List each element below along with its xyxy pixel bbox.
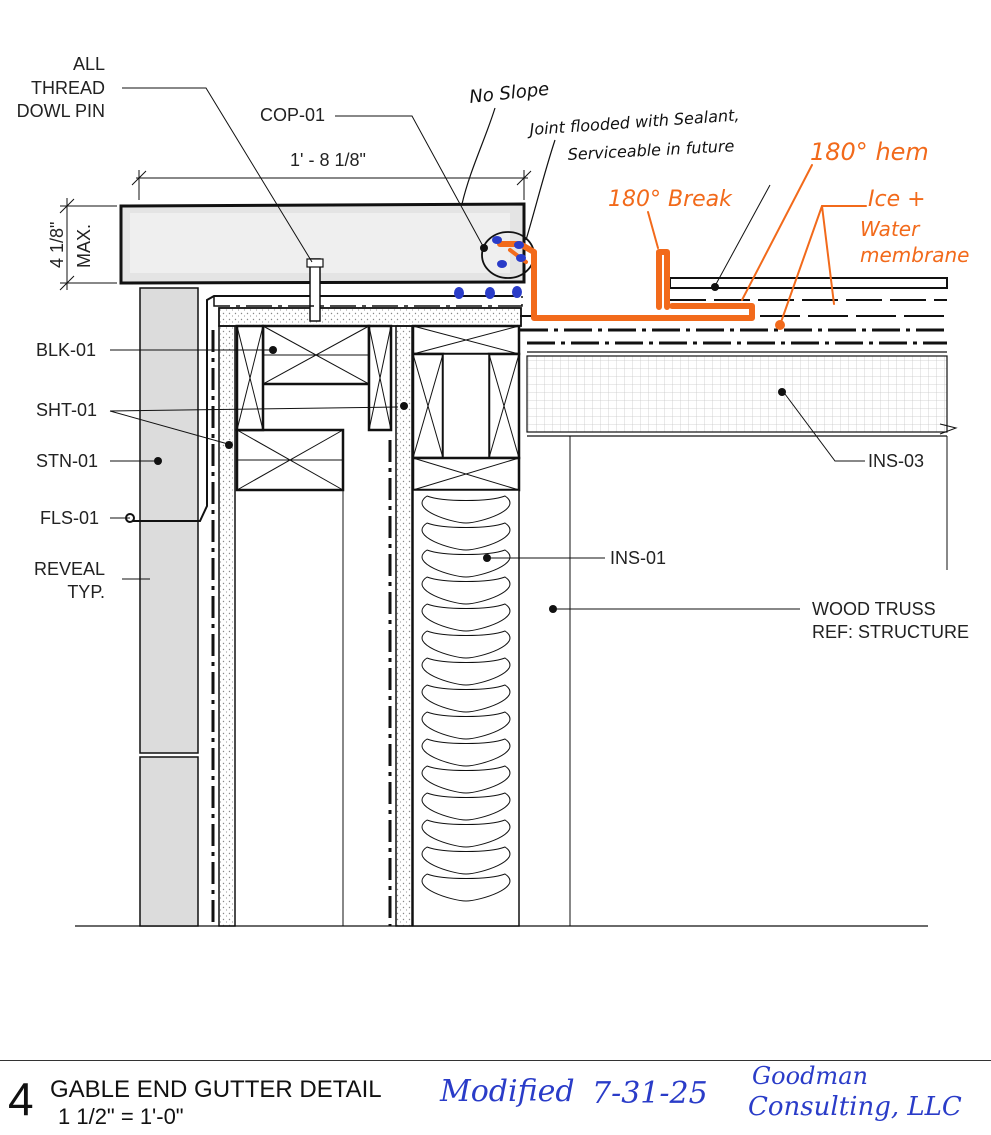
coping-cleat xyxy=(213,296,523,307)
batt-insulation xyxy=(412,489,520,927)
height-dimension-label: 4 1/8" xyxy=(47,222,67,268)
detail-title: GABLE END GUTTER DETAIL xyxy=(50,1076,382,1103)
batt-loop xyxy=(421,792,511,821)
leader-lines xyxy=(109,87,865,610)
truss-label-line2: REF: STRUCTURE xyxy=(812,622,969,642)
dowel-pin xyxy=(306,258,324,322)
sealant-markup xyxy=(454,236,526,299)
modified-note: Modified xyxy=(440,1074,575,1109)
batt-insulation-label: INS-01 xyxy=(610,548,666,568)
no-slope-leader xyxy=(461,107,496,205)
batt-loop xyxy=(421,657,511,686)
width-dimension-label: 1' - 8 1/8" xyxy=(290,150,366,170)
ice-note-line1: Ice + xyxy=(868,187,926,212)
flashing-label: FLS-01 xyxy=(40,508,99,528)
firm-name-line1: Goodman xyxy=(752,1062,868,1090)
joint-leader xyxy=(525,139,556,241)
batt-loop xyxy=(421,846,511,875)
sheathing-label: SHT-01 xyxy=(36,400,97,420)
sheathing-left xyxy=(218,325,236,927)
title-block xyxy=(0,1060,991,1135)
batt-loop xyxy=(421,819,511,848)
break-note: 180° Break xyxy=(608,187,733,212)
ice-note-line2: Water xyxy=(860,217,921,241)
firm-name-line2: Consulting, LLC xyxy=(748,1092,962,1122)
flashing xyxy=(133,295,520,522)
joint-note-line2: Serviceable in future xyxy=(567,136,735,164)
stone-label: STN-01 xyxy=(36,451,98,471)
batt-loop xyxy=(421,495,511,524)
batt-loop xyxy=(421,549,511,578)
coping-label: COP-01 xyxy=(260,105,325,125)
batt-loop xyxy=(421,603,511,632)
sheathing-right xyxy=(395,325,413,927)
height-max-label: MAX. xyxy=(74,224,94,268)
dowel-label-line1: ALL xyxy=(73,54,105,74)
batt-loop xyxy=(421,738,511,767)
hem-note: 180° hem xyxy=(810,138,929,166)
batt-loop xyxy=(421,711,511,740)
modified-date: 7-31-25 xyxy=(592,1076,708,1111)
membrane-dot xyxy=(775,320,785,330)
reveal-label-line2: TYP. xyxy=(67,582,105,602)
batt-loop xyxy=(421,873,511,902)
detail-scale: 1 1/2" = 1'-0" xyxy=(58,1104,184,1129)
rigid-insulation xyxy=(526,341,958,570)
top-plate xyxy=(218,307,522,327)
detail-number: 4 xyxy=(8,1073,34,1125)
batt-loop xyxy=(421,684,511,713)
joint-note-line1: Joint flooded with Sealant, xyxy=(526,105,740,139)
ice-note-line3: membrane xyxy=(860,243,969,267)
batt-loop xyxy=(421,576,511,605)
reveal-label-line1: REVEAL xyxy=(34,559,105,579)
batt-loop xyxy=(421,522,511,551)
blocking xyxy=(235,324,521,492)
dimension-width xyxy=(131,170,532,200)
rigid-insulation-label: INS-03 xyxy=(868,451,924,471)
no-slope-note: No Slope xyxy=(468,79,550,108)
coping-cap xyxy=(119,202,526,285)
stone-veneer xyxy=(139,287,199,927)
truss-label-line1: WOOD TRUSS xyxy=(812,599,936,619)
dowel-label-line3: DOWL PIN xyxy=(17,101,105,121)
batt-loop xyxy=(421,630,511,659)
blocking-label: BLK-01 xyxy=(36,340,96,360)
dimension-height xyxy=(59,198,117,291)
batt-loop xyxy=(421,765,511,794)
dowel-label-line2: THREAD xyxy=(31,78,105,98)
